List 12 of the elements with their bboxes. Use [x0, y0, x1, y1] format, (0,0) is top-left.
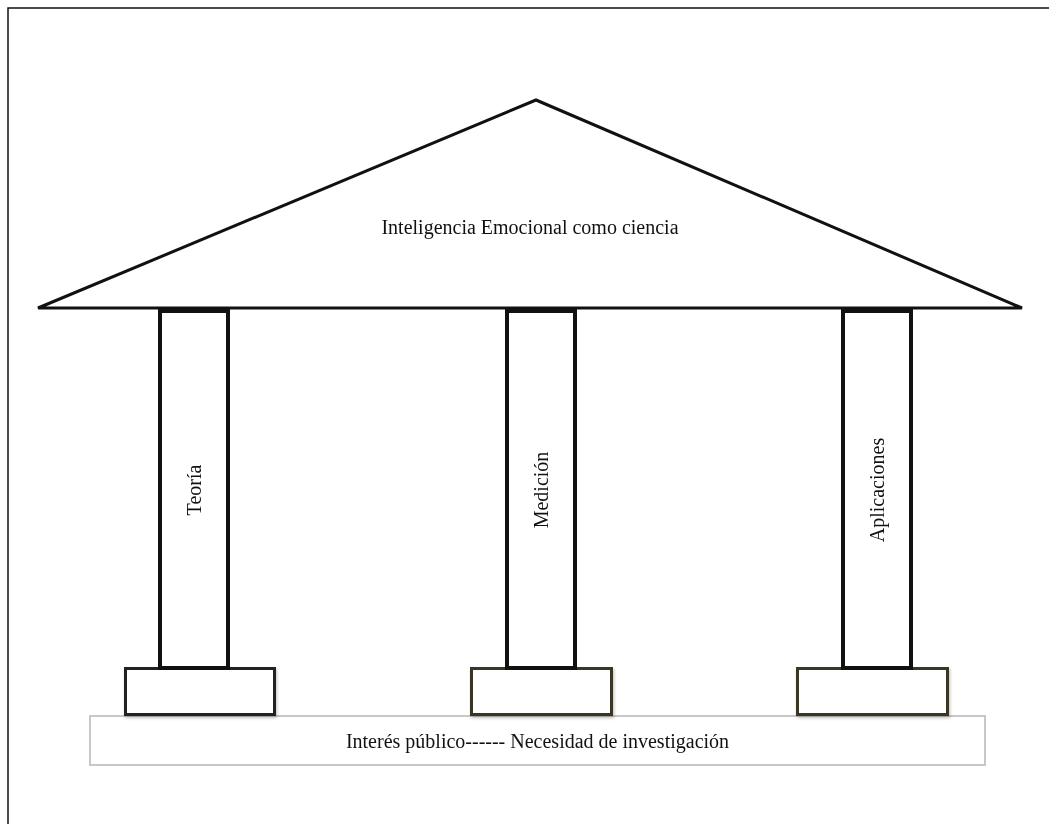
pillar: [158, 309, 230, 670]
pillar-label: Medición: [529, 451, 553, 528]
base-block: [124, 667, 276, 716]
roof-label: Inteligencia Emocional como ciencia: [380, 216, 680, 239]
pillar-label: Aplicaciones: [865, 437, 889, 542]
foundation-bar: [89, 715, 986, 766]
pillar: [505, 309, 577, 670]
base-block: [796, 667, 949, 716]
pillar: [841, 309, 913, 670]
foundation-label: Interés público------ Necesidad de investigación: [344, 730, 731, 753]
pillar-label: Teoría: [182, 464, 206, 515]
base-block: [470, 667, 613, 716]
